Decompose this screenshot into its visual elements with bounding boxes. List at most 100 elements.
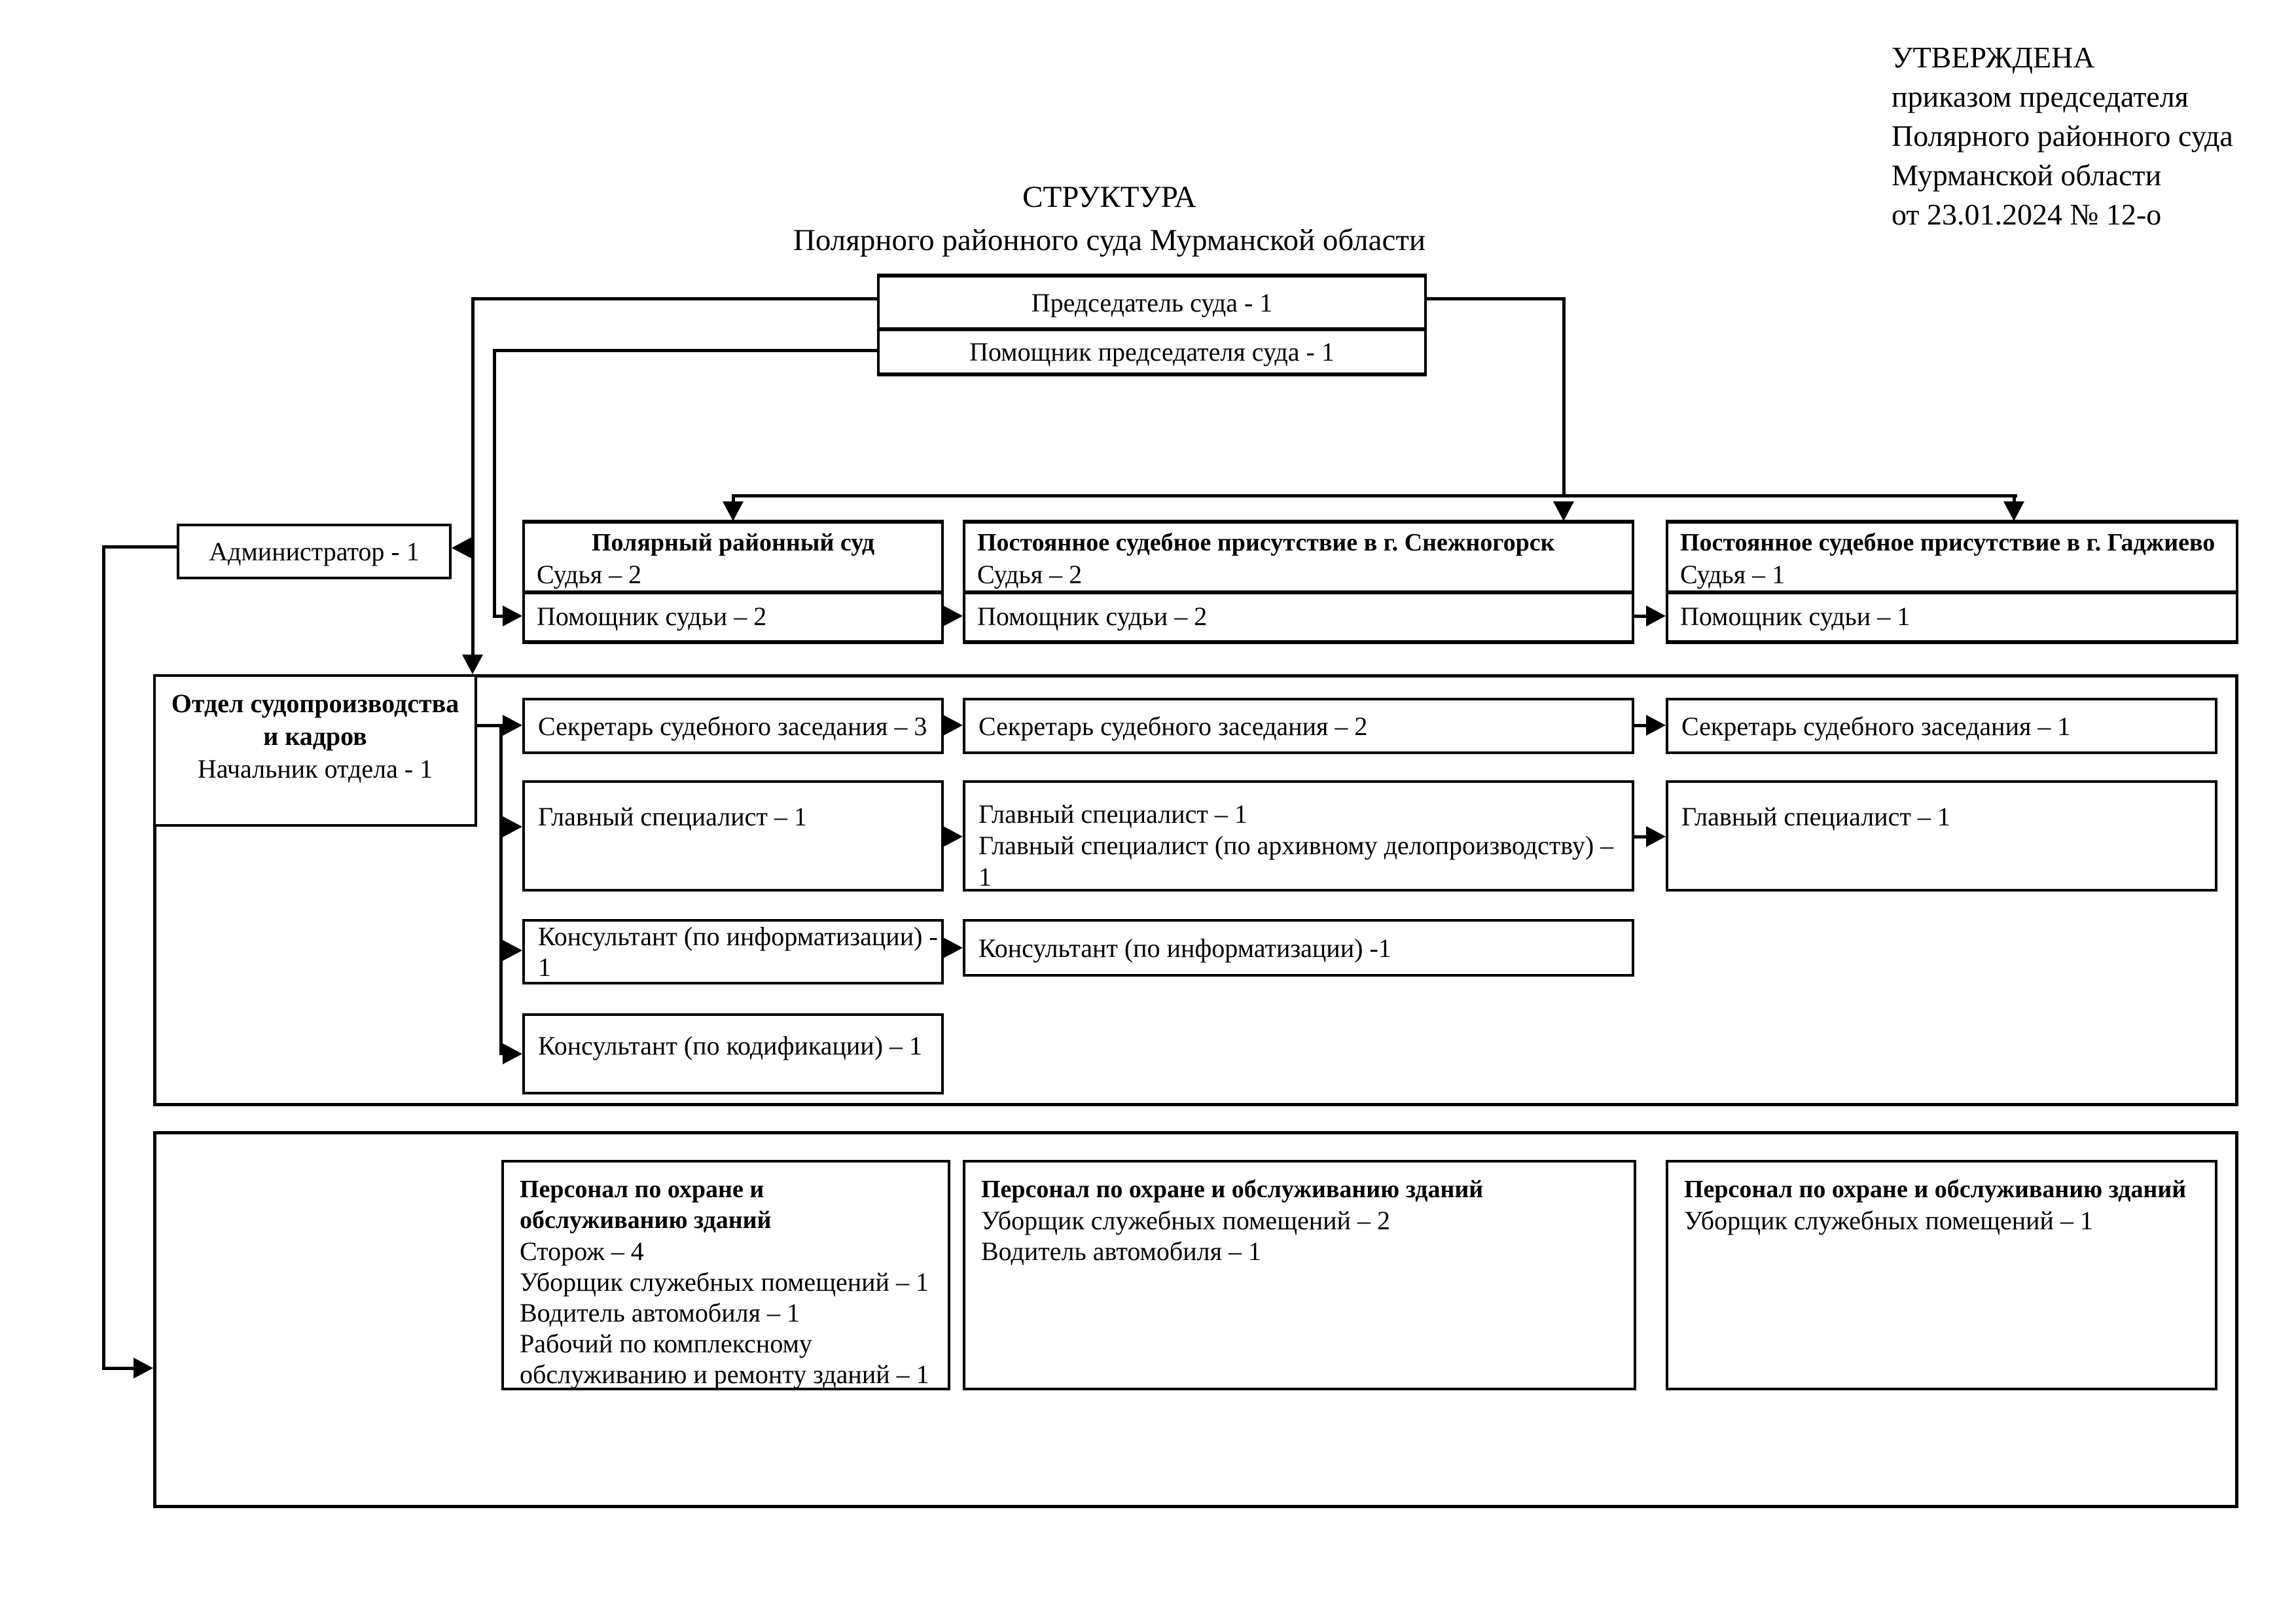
department-head-label: Начальник отдела - 1: [197, 754, 433, 784]
line-administrator-left: [103, 545, 177, 549]
arrowhead-into-polyarny: [723, 501, 744, 521]
specialist-box-middle: Главный специалист – 1 Главный специалис…: [963, 780, 1634, 892]
line-administrator-to-maintenance: [102, 1367, 135, 1370]
arrowhead-into-codification: [503, 1043, 522, 1064]
specialist-label: Главный специалист – 1: [538, 802, 807, 831]
line-administrator-down: [102, 545, 105, 1370]
maintenance-box-middle: Персонал по охране и обслуживанию зданий…: [963, 1160, 1636, 1390]
maintenance-title: Персонал по охране и обслуживанию зданий: [1684, 1176, 2187, 1203]
court-box-gadzhiyevo: Постоянное судебное присутствие в г. Гад…: [1666, 520, 2238, 644]
line-department-to-secretary: [477, 724, 504, 727]
court-box-snezhnogorsk: Постоянное судебное присутствие в г. Сне…: [963, 520, 1634, 644]
secretary-label: Секретарь судебного заседания – 1: [1681, 711, 2071, 741]
line-department-down: [499, 724, 503, 1055]
arrowhead-secretary-middle-to-right: [1646, 715, 1666, 736]
line-specialist-middle-to-right: [1634, 835, 1647, 839]
consultant-label: Консультант (по кодификации) – 1: [538, 1031, 923, 1060]
secretary-box-left: Секретарь судебного заседания – 3: [522, 698, 944, 754]
department-box: Отдел судопроизводства и кадров Начальни…: [153, 674, 477, 827]
consultant-informatization-box-middle: Консультант (по информатизации) -1: [963, 919, 1634, 977]
line-secretary-middle-to-right: [1634, 724, 1647, 727]
line-chairman-right: [1427, 297, 1566, 300]
administrator-label: Администратор - 1: [209, 537, 420, 566]
maintenance-container: [153, 1131, 2238, 1508]
specialist-archive-label: Главный специалист (по архивному делопро…: [978, 831, 1614, 892]
arrowhead-secretary-left-to-middle: [943, 715, 963, 736]
approval-note: УТВЕРЖДЕНА приказом председателя Полярно…: [1892, 38, 2284, 234]
maintenance-line: Водитель автомобиля – 1: [981, 1236, 1261, 1266]
line-assistant-down: [493, 349, 496, 617]
approval-line: Полярного районного суда: [1892, 119, 2233, 153]
arrowhead-into-department-container: [462, 655, 483, 674]
maintenance-line: Сторож – 4: [520, 1236, 644, 1266]
maintenance-title-line1: Персонал по охране и: [520, 1176, 764, 1203]
court-box-polyarny: Полярный районный суд Судья – 2 Помощник…: [522, 520, 944, 644]
consultant-label: Консультант (по информатизации) - 1: [538, 922, 938, 982]
arrowhead-into-administrator: [452, 537, 471, 558]
maintenance-title-line2: обслуживанию зданий: [520, 1206, 772, 1234]
court-assistant: Помощник судьи – 2: [537, 601, 767, 631]
court-box-snezhnogorsk-top: Постоянное судебное присутствие в г. Сне…: [965, 524, 1632, 594]
approval-line: приказом председателя: [1892, 80, 2189, 113]
secretary-label: Секретарь судебного заседания – 3: [538, 711, 927, 741]
approval-line: УТВЕРЖДЕНА: [1892, 41, 2095, 74]
secretary-box-right: Секретарь судебного заседания – 1: [1666, 698, 2217, 754]
line-assistant-left: [494, 349, 877, 352]
chart-title-line1: СТРУКТУРА: [1022, 180, 1196, 214]
arrowhead-into-gadzhiyevo: [2003, 501, 2024, 521]
maintenance-box-left: Персонал по охране и обслуживанию зданий…: [501, 1160, 950, 1390]
line-chairman-left: [473, 297, 877, 300]
chart-title: СТРУКТУРА Полярного районного суда Мурма…: [196, 175, 2022, 262]
court-judge: Судья – 1: [1680, 560, 1785, 589]
chairman-box: Председатель суда - 1 Помощник председат…: [877, 274, 1427, 376]
arrowhead-into-specialist: [503, 816, 522, 837]
line-drop-gadzhiyevo: [2013, 494, 2016, 503]
specialist-label: Главный специалист – 1: [978, 799, 1247, 829]
line-assistant-stub: [493, 615, 504, 618]
approval-line: Мурманской области: [1892, 158, 2162, 192]
court-judge: Судья – 2: [537, 560, 642, 589]
line-chairman-down: [471, 297, 475, 657]
line-snezhnogorsk-to-gadzhiyevo: [1634, 615, 1647, 618]
chairman-label: Председатель суда - 1: [880, 278, 1424, 331]
maintenance-line: Уборщик служебных помещений – 2: [981, 1206, 1390, 1235]
court-name: Постоянное судебное присутствие в г. Гад…: [1680, 529, 2215, 556]
department-container: [153, 674, 2238, 1106]
administrator-box: Администратор - 1: [177, 524, 452, 579]
maintenance-box-right: Персонал по охране и обслуживанию зданий…: [1666, 1160, 2217, 1390]
line-drop-polyarny: [732, 494, 735, 503]
arrowhead-into-informatization: [503, 940, 522, 961]
court-judge: Судья – 2: [977, 560, 1083, 589]
arrowhead-specialist-middle-to-right: [1646, 826, 1666, 847]
maintenance-title: Персонал по охране и обслуживанию зданий: [981, 1176, 1484, 1203]
maintenance-line: обслуживанию и ремонту зданий – 1: [520, 1360, 929, 1389]
arrowhead-into-polyarny-assistant: [503, 605, 522, 626]
specialist-box-left: Главный специалист – 1: [522, 780, 944, 892]
arrowhead-informatization-left-to-middle: [943, 937, 963, 958]
arrowhead-snezhnogorsk-to-gadzhiyevo: [1646, 605, 1666, 626]
department-title-line1: Отдел судопроизводства: [171, 689, 459, 718]
consultant-codification-box: Консультант (по кодификации) – 1: [522, 1013, 944, 1094]
specialist-box-right: Главный специалист – 1: [1666, 780, 2217, 892]
arrowhead-polyarny-to-snezhnogorsk: [943, 605, 963, 626]
court-name: Полярный районный суд: [591, 529, 875, 556]
court-assistant: Помощник судьи – 2: [977, 601, 1208, 631]
maintenance-line: Водитель автомобиля – 1: [520, 1298, 800, 1327]
consultant-label: Консультант (по информатизации) -1: [978, 933, 1391, 963]
line-courts-distribution: [733, 494, 2017, 497]
arrowhead-into-maintenance-container: [134, 1358, 153, 1379]
secretary-label: Секретарь судебного заседания – 2: [978, 711, 1368, 741]
arrowhead-into-secretary: [503, 715, 522, 736]
arrowhead-specialist-left-to-middle: [943, 826, 963, 847]
court-box-gadzhiyevo-top: Постоянное судебное присутствие в г. Гад…: [1668, 524, 2236, 594]
consultant-informatization-box-left: Консультант (по информатизации) - 1: [522, 919, 944, 984]
arrowhead-into-snezhnogorsk: [1553, 501, 1574, 521]
maintenance-line: Уборщик служебных помещений – 1: [1684, 1206, 2093, 1235]
court-name: Постоянное судебное присутствие в г. Сне…: [977, 529, 1555, 556]
chairman-assistant-label: Помощник председателя суда - 1: [969, 337, 1335, 367]
maintenance-line: Рабочий по комплексному: [520, 1329, 812, 1358]
maintenance-line: Уборщик служебных помещений – 1: [520, 1267, 929, 1297]
approval-line: от 23.01.2024 № 12-о: [1892, 198, 2162, 231]
secretary-box-middle: Секретарь судебного заседания – 2: [963, 698, 1634, 754]
